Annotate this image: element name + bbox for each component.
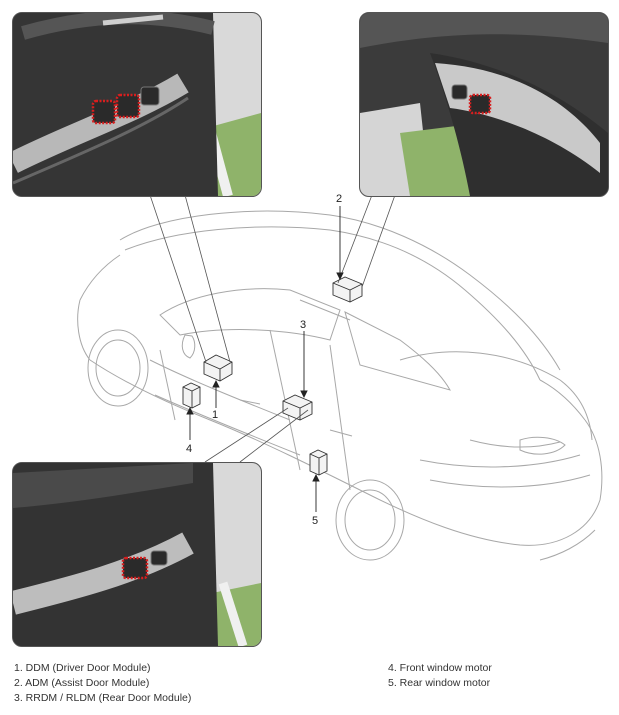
car-diagram: 1 2 3 4 5 bbox=[77, 193, 603, 561]
callout-4: 4 bbox=[186, 443, 192, 455]
legend-item-front-window-motor: 4. Front window motor bbox=[388, 662, 492, 674]
module-box-rdm bbox=[282, 394, 313, 421]
legend-item-adm: 2. ADM (Assist Door Module) bbox=[14, 677, 150, 689]
front-window-motor-box bbox=[182, 382, 201, 409]
inset-rear-door-photo bbox=[12, 462, 262, 647]
inset-driver-door-photo bbox=[12, 12, 262, 197]
module-box-ddm bbox=[203, 354, 233, 382]
legend-item-rdm: 3. RRDM / RLDM (Rear Door Module) bbox=[14, 692, 192, 704]
callout-5: 5 bbox=[312, 515, 318, 527]
legend-item-rear-window-motor: 5. Rear window motor bbox=[388, 677, 491, 689]
callout-arrows bbox=[186, 206, 344, 512]
callout-2: 2 bbox=[336, 193, 342, 205]
callout-1: 1 bbox=[212, 409, 218, 421]
module-box-adm bbox=[332, 276, 363, 303]
legend-item-ddm: 1. DDM (Driver Door Module) bbox=[14, 662, 151, 674]
inset-assist-door-photo bbox=[359, 12, 609, 197]
legend-right: 4. Front window motor 5. Rear window mot… bbox=[388, 661, 492, 691]
inset-leader-lines bbox=[149, 194, 396, 463]
callout-3: 3 bbox=[300, 319, 306, 331]
rear-window-motor-box bbox=[309, 449, 328, 476]
legend-left: 1. DDM (Driver Door Module) 2. ADM (Assi… bbox=[14, 661, 191, 706]
